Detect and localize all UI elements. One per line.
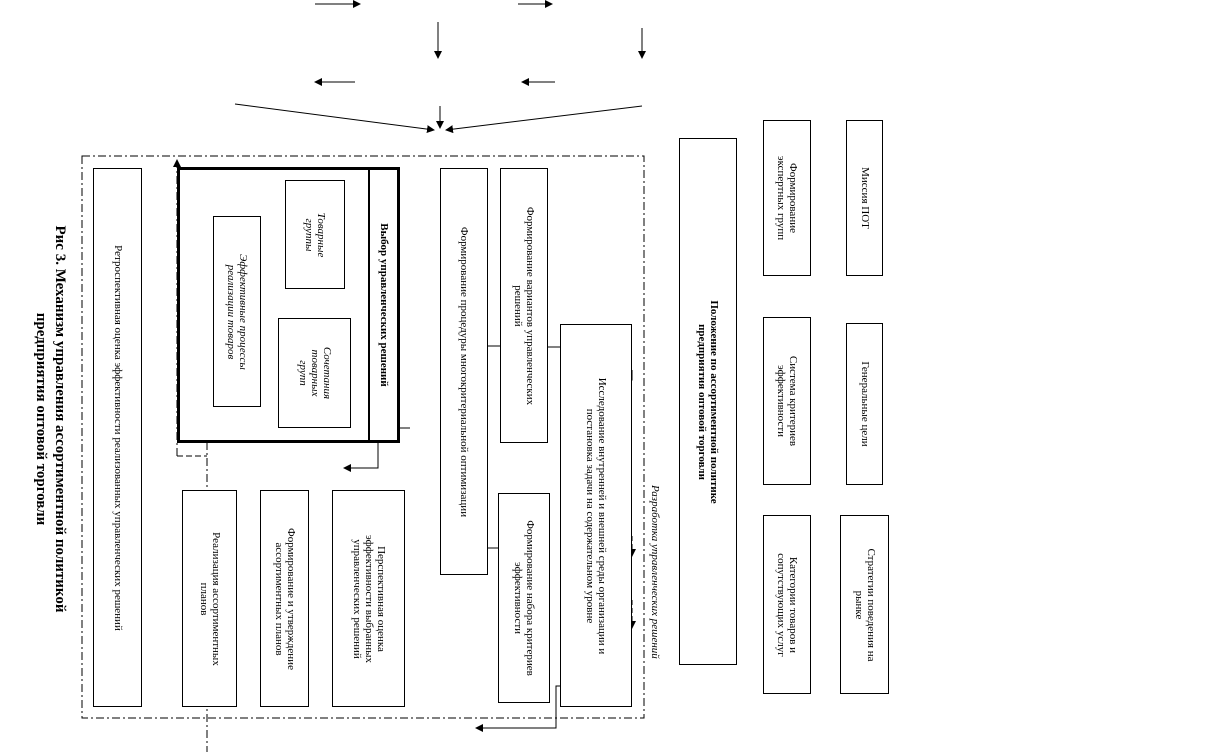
goods-groups-box: Товарные группы (285, 180, 345, 289)
converge-line-left (234, 103, 435, 134)
criteria-set-box: Формирование набора критериев эффективно… (498, 493, 550, 703)
market-strategy-box: Стратегии поведения на рынке (840, 515, 889, 694)
multicriteria-box: Формирование процедуры многокритериально… (440, 168, 488, 575)
frame-label: Разработка управленческих решений (649, 485, 661, 659)
figure-caption-text: Рис 3. Механизм управления ассортиментно… (33, 225, 68, 613)
prospective-evaluation-box: Перспективная оценка эффективности выбра… (332, 490, 405, 707)
expert-groups-box: Формирование экспертных групп (763, 120, 811, 276)
bottom-feedback (475, 685, 560, 732)
development-frame (81, 155, 645, 719)
converge-line-right (445, 105, 643, 134)
policy-statement-box: Положение по ассортиментной политике пре… (679, 138, 737, 665)
retrospective-box: Ретроспективная оценка эффективности реа… (93, 168, 142, 707)
goods-categories-box: Категории товаров и сопутствующих услуг (763, 515, 811, 694)
research-box: Исследование внутренней и внешней среды … (560, 324, 632, 707)
decision-variants-box: Формирование вариантов управленческих ре… (500, 168, 548, 443)
criteria-system-box: Система критериев эффективности (763, 317, 811, 485)
choice-title-box: Выбор управленческих решений (368, 167, 400, 443)
groups-combination-box: Сочетания товарных групп (278, 318, 351, 428)
plans-realization-box: Реализация ассортиментных планов (182, 490, 237, 707)
efficient-processes-box: Эффективные процессы реализации товаров (213, 216, 261, 407)
mission-box: Миссия ПОТ (846, 120, 883, 276)
plans-forming-box: Формирование и утверждение ассортиментны… (260, 490, 309, 707)
general-goals-box: Генеральные цели (846, 323, 883, 485)
